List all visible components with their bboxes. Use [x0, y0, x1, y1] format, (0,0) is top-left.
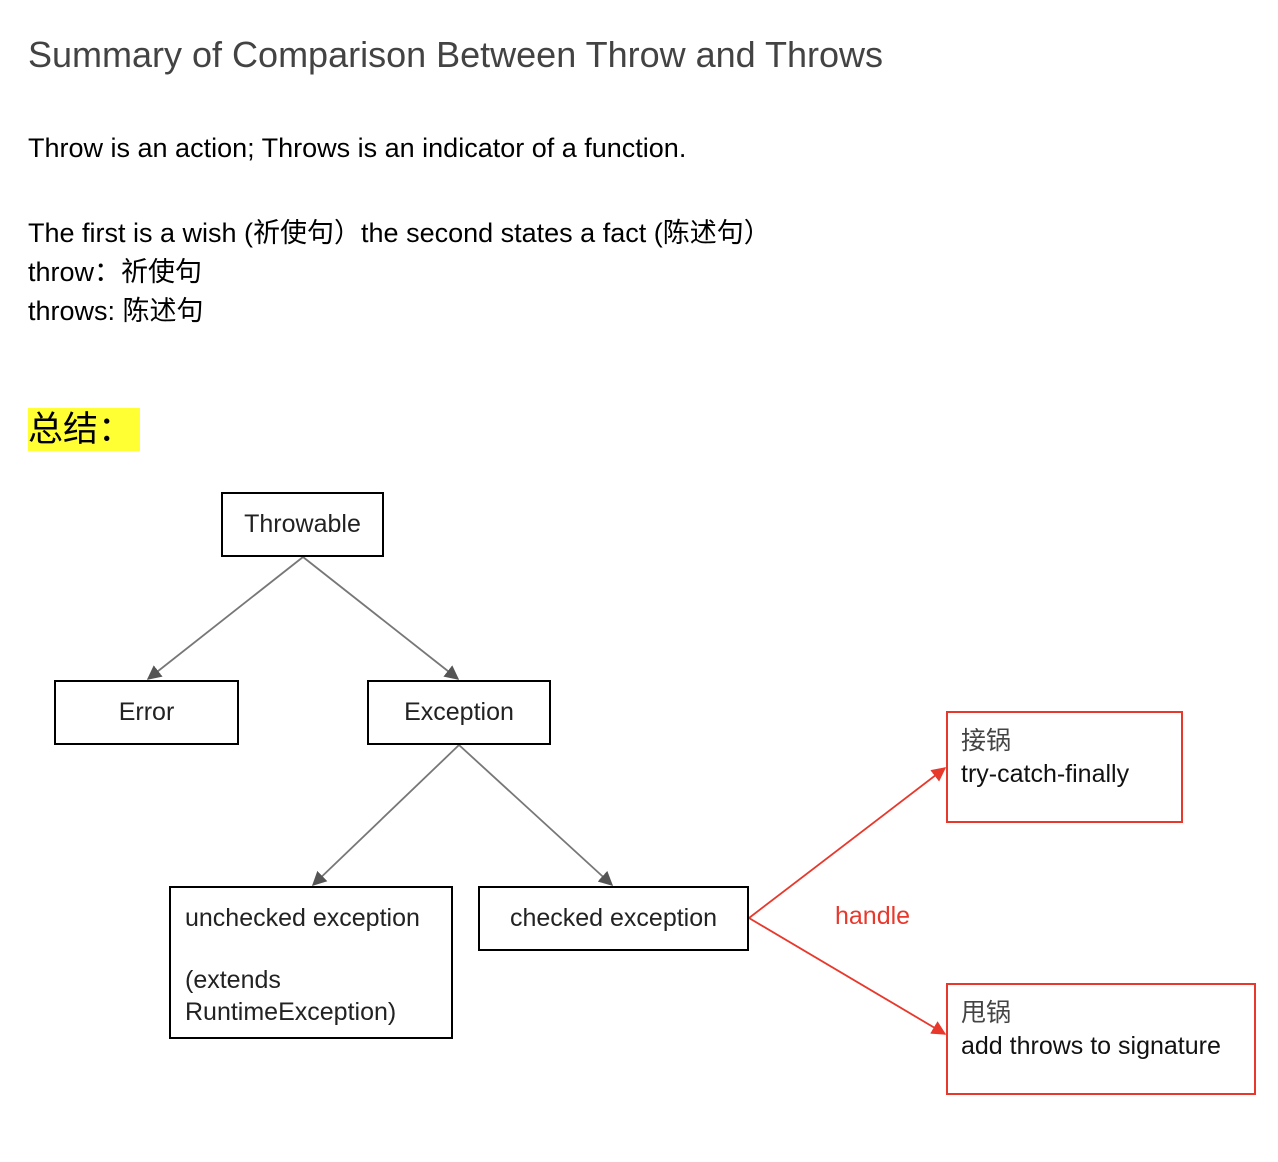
error-label: Error [118, 698, 175, 726]
throws-cn-label: 甩锅 [961, 999, 1012, 1027]
throws-en-label: add throws to signature [961, 1031, 1221, 1060]
throw-line: throw：祈使句 [28, 257, 203, 287]
handle-label: handle [835, 902, 911, 930]
throws-line: throws: 陈述句 [28, 296, 204, 326]
edge-checked-catch [748, 767, 947, 919]
exception-label: Exception [404, 698, 514, 726]
summary-heading: 总结： [28, 408, 140, 451]
edge-checked-throws [748, 917, 947, 1035]
throwable-node: Throwable [221, 492, 384, 557]
page-title: Summary of Comparison Between Throw and … [28, 34, 884, 75]
edge-exception-unchecked [311, 744, 460, 886]
unchecked-exception-node: unchecked exception (extends RuntimeExce… [169, 886, 453, 1039]
catch-node: 接锅 try-catch-finally [946, 711, 1183, 823]
catch-cn-label: 接锅 [961, 727, 1012, 755]
unchecked-runtime-label: RuntimeException) [185, 998, 397, 1026]
error-node: Error [54, 680, 239, 745]
checked-label: checked exception [509, 904, 718, 932]
unchecked-extends-label: (extends [185, 966, 281, 994]
definition-line: Throw is an action; Throws is an indicat… [28, 133, 687, 163]
wish-fact-line: The first is a wish (祈使句）the second stat… [28, 218, 771, 248]
throwable-label: Throwable [244, 510, 361, 538]
throws-node: 甩锅 add throws to signature [946, 983, 1256, 1095]
edge-throwable-error [146, 556, 304, 680]
catch-en-label: try-catch-finally [961, 759, 1130, 788]
exception-node: Exception [367, 680, 551, 745]
unchecked-label: unchecked exception [185, 904, 420, 932]
checked-exception-node: checked exception [478, 886, 749, 951]
edge-exception-checked [458, 744, 614, 886]
edge-throwable-exception [302, 556, 460, 680]
